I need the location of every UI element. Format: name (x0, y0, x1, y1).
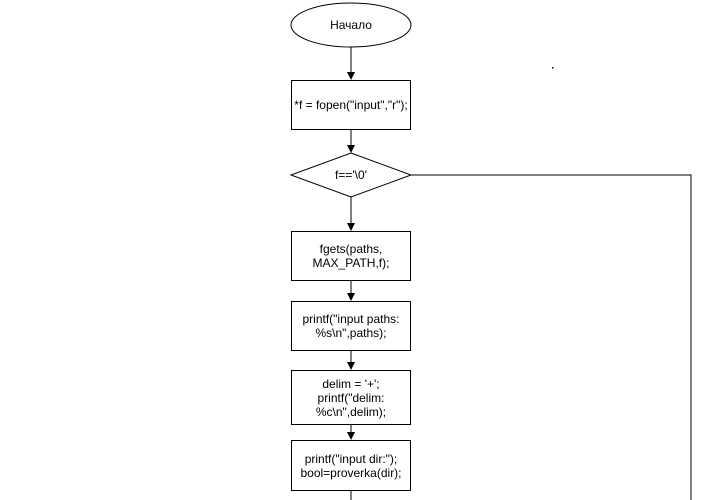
fopen-process-box (291, 80, 411, 130)
delim-label: delim = '+'; printf("delim: %c\n",delim)… (315, 376, 387, 419)
connector-decision-right-branch (411, 174, 692, 500)
fgets-label: fgets(paths, MAX_PATH,f); (312, 242, 390, 270)
printf-paths-process-box (291, 301, 411, 351)
stray-dot (552, 67, 554, 69)
fgets-process-box (291, 231, 411, 281)
input-dir-label: printf("input dir:"); bool=proverka(dir)… (300, 451, 402, 480)
printf-paths-label: printf("input paths: %s\n",paths); (302, 312, 400, 340)
start-label: Начало (330, 18, 372, 32)
decision-label: f=='\0' (335, 168, 367, 182)
delim-process-box (291, 370, 411, 425)
fopen-label: *f = fopen("input","r"); (294, 98, 408, 112)
input-dir-process-box (291, 440, 411, 491)
